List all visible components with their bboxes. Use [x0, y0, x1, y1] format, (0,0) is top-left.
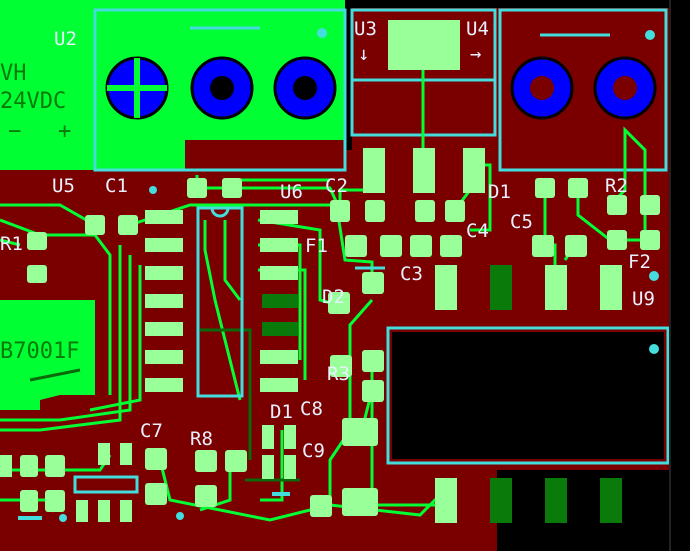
- smd-pads: [0, 148, 660, 523]
- label-c4: C4: [466, 220, 489, 242]
- label-c9: C9: [302, 440, 325, 462]
- label-f1: F1: [305, 235, 328, 257]
- u4-terminals: [510, 56, 657, 120]
- label-r8: R8: [190, 428, 213, 450]
- label-r3: R3: [327, 363, 350, 385]
- label-plus: +: [58, 119, 71, 144]
- vias: [59, 186, 184, 522]
- label-minus: −: [8, 119, 21, 144]
- u4-pin1-dot: [645, 30, 655, 40]
- label-f2: F2: [628, 251, 651, 273]
- label-arrow-down: ↓: [358, 43, 369, 65]
- label-c7: C7: [140, 420, 163, 442]
- label-u9: U9: [632, 288, 655, 310]
- u7-outline: [73, 475, 139, 494]
- u3-pad: [388, 20, 460, 70]
- label-c5: C5: [510, 211, 533, 233]
- label-u2: U2: [54, 28, 77, 50]
- label-part: B7001F: [0, 339, 79, 364]
- label-arrow-right: →: [470, 43, 481, 65]
- u9-outline: [386, 326, 670, 465]
- label-r1: R1: [0, 233, 23, 255]
- label-d1: D1: [488, 181, 511, 203]
- label-c8: C8: [300, 398, 323, 420]
- label-c3: C3: [400, 263, 423, 285]
- silkscreen-labels: U2 U3 U4 ↓ → U5 C1 U6 C2 D1 R2 C5 C4 F1 …: [0, 18, 655, 462]
- u6-outline: [196, 206, 244, 398]
- label-voltage: 24VDC: [0, 89, 66, 114]
- u4-outline: [498, 8, 668, 172]
- u2-outline: [93, 8, 347, 172]
- label-u6: U6: [280, 181, 303, 203]
- bottom-traces: [29, 328, 300, 482]
- label-vin: VH: [0, 61, 27, 86]
- label-u4: U4: [466, 18, 489, 40]
- label-u5: U5: [52, 175, 75, 197]
- label-u3: U3: [354, 18, 377, 40]
- label-c2: C2: [325, 175, 348, 197]
- u2-terminals: [105, 56, 337, 120]
- label-c1: C1: [105, 175, 128, 197]
- u9-dot: [649, 271, 659, 281]
- label-r2: R2: [605, 175, 628, 197]
- u2-pin1-dot: [317, 28, 327, 38]
- u9-pin1-dot: [649, 344, 659, 354]
- bottom-pads: [262, 265, 622, 523]
- u2-cutout: [185, 140, 345, 170]
- label-d2: D2: [322, 286, 345, 308]
- label-d1-bottom: D1: [270, 401, 293, 423]
